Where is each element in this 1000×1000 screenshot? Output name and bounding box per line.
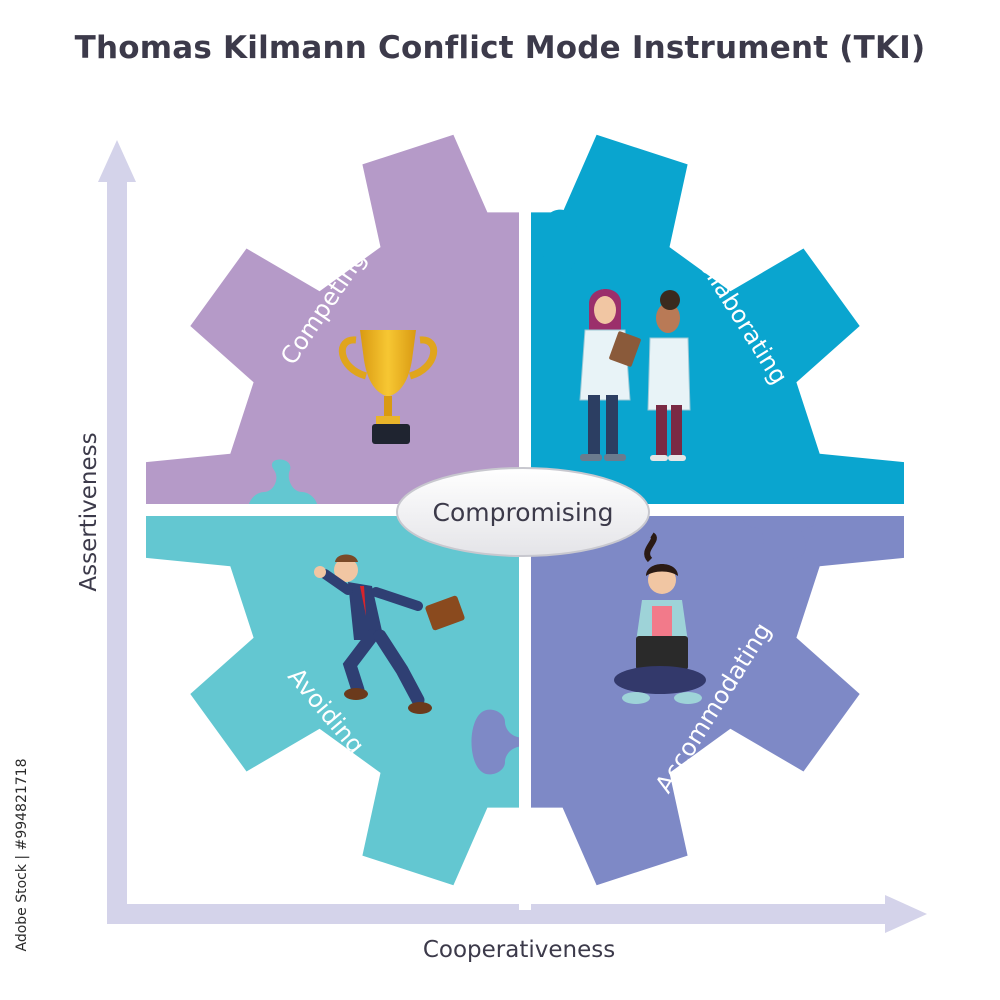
puzzle-knob-avoiding [248, 459, 318, 510]
collaborating-gear-quadrant [531, 134, 904, 504]
accommodating-gear-quadrant [531, 516, 904, 886]
x-axis-label: Cooperativeness [423, 937, 615, 963]
trophy-icon [338, 330, 438, 444]
watermark-text: Adobe Stock | #994821718 [14, 759, 30, 952]
competing-gear-quadrant [146, 134, 519, 504]
compromising-label: Compromising [433, 498, 614, 527]
compromising-center: Compromising [396, 467, 650, 557]
woman-with-laptop-illustration [614, 532, 706, 704]
puzzle-knob-accommodating-left [471, 709, 525, 775]
two-doctors-illustration [579, 289, 691, 461]
y-axis-arrow [98, 140, 136, 910]
running-businessman-illustration [314, 554, 465, 714]
puzzle-knob-collaborating [525, 209, 579, 275]
x-axis-arrow [107, 895, 927, 933]
diagram-title: Thomas Kilmann Conflict Mode Instrument … [74, 30, 926, 66]
puzzle-knob-accommodating [740, 510, 822, 560]
y-axis-label: Assertiveness [76, 432, 102, 591]
